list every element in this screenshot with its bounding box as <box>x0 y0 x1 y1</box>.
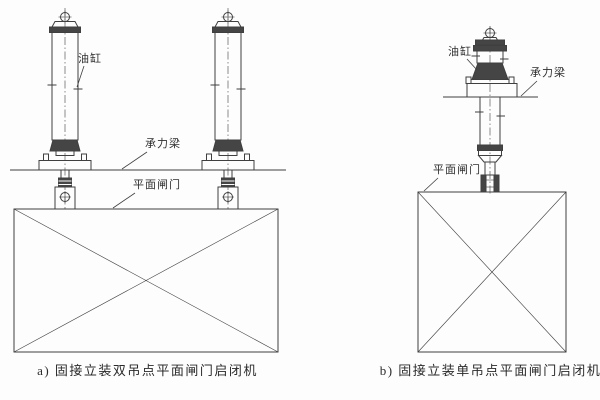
diagram-b <box>417 26 567 353</box>
caption-diagram-a: a) 固接立装双吊点平面闸门启闭机 <box>37 363 258 378</box>
hydraulic-cylinder-single <box>465 26 518 196</box>
hydraulic-cylinder-right <box>201 7 255 212</box>
label-oil-cylinder-b: 油缸 <box>448 46 472 58</box>
hydraulic-cylinder-left <box>38 7 92 212</box>
diagram-a <box>10 7 286 353</box>
plane-gate-b <box>417 191 567 353</box>
label-bearing-beam-a: 承力梁 <box>145 138 181 150</box>
label-plane-gate-a: 平面闸门 <box>133 179 181 191</box>
label-oil-cylinder-a: 油缸 <box>78 53 102 65</box>
plane-gate-a <box>13 208 279 353</box>
label-plane-gate-b: 平面闸门 <box>433 164 481 176</box>
caption-diagram-b: b) 固接立装单吊点平面闸门启闭机 <box>379 363 600 378</box>
leader-lines-b <box>423 58 538 192</box>
label-bearing-beam-b: 承力梁 <box>530 67 566 79</box>
leader-lines-a <box>76 65 148 209</box>
